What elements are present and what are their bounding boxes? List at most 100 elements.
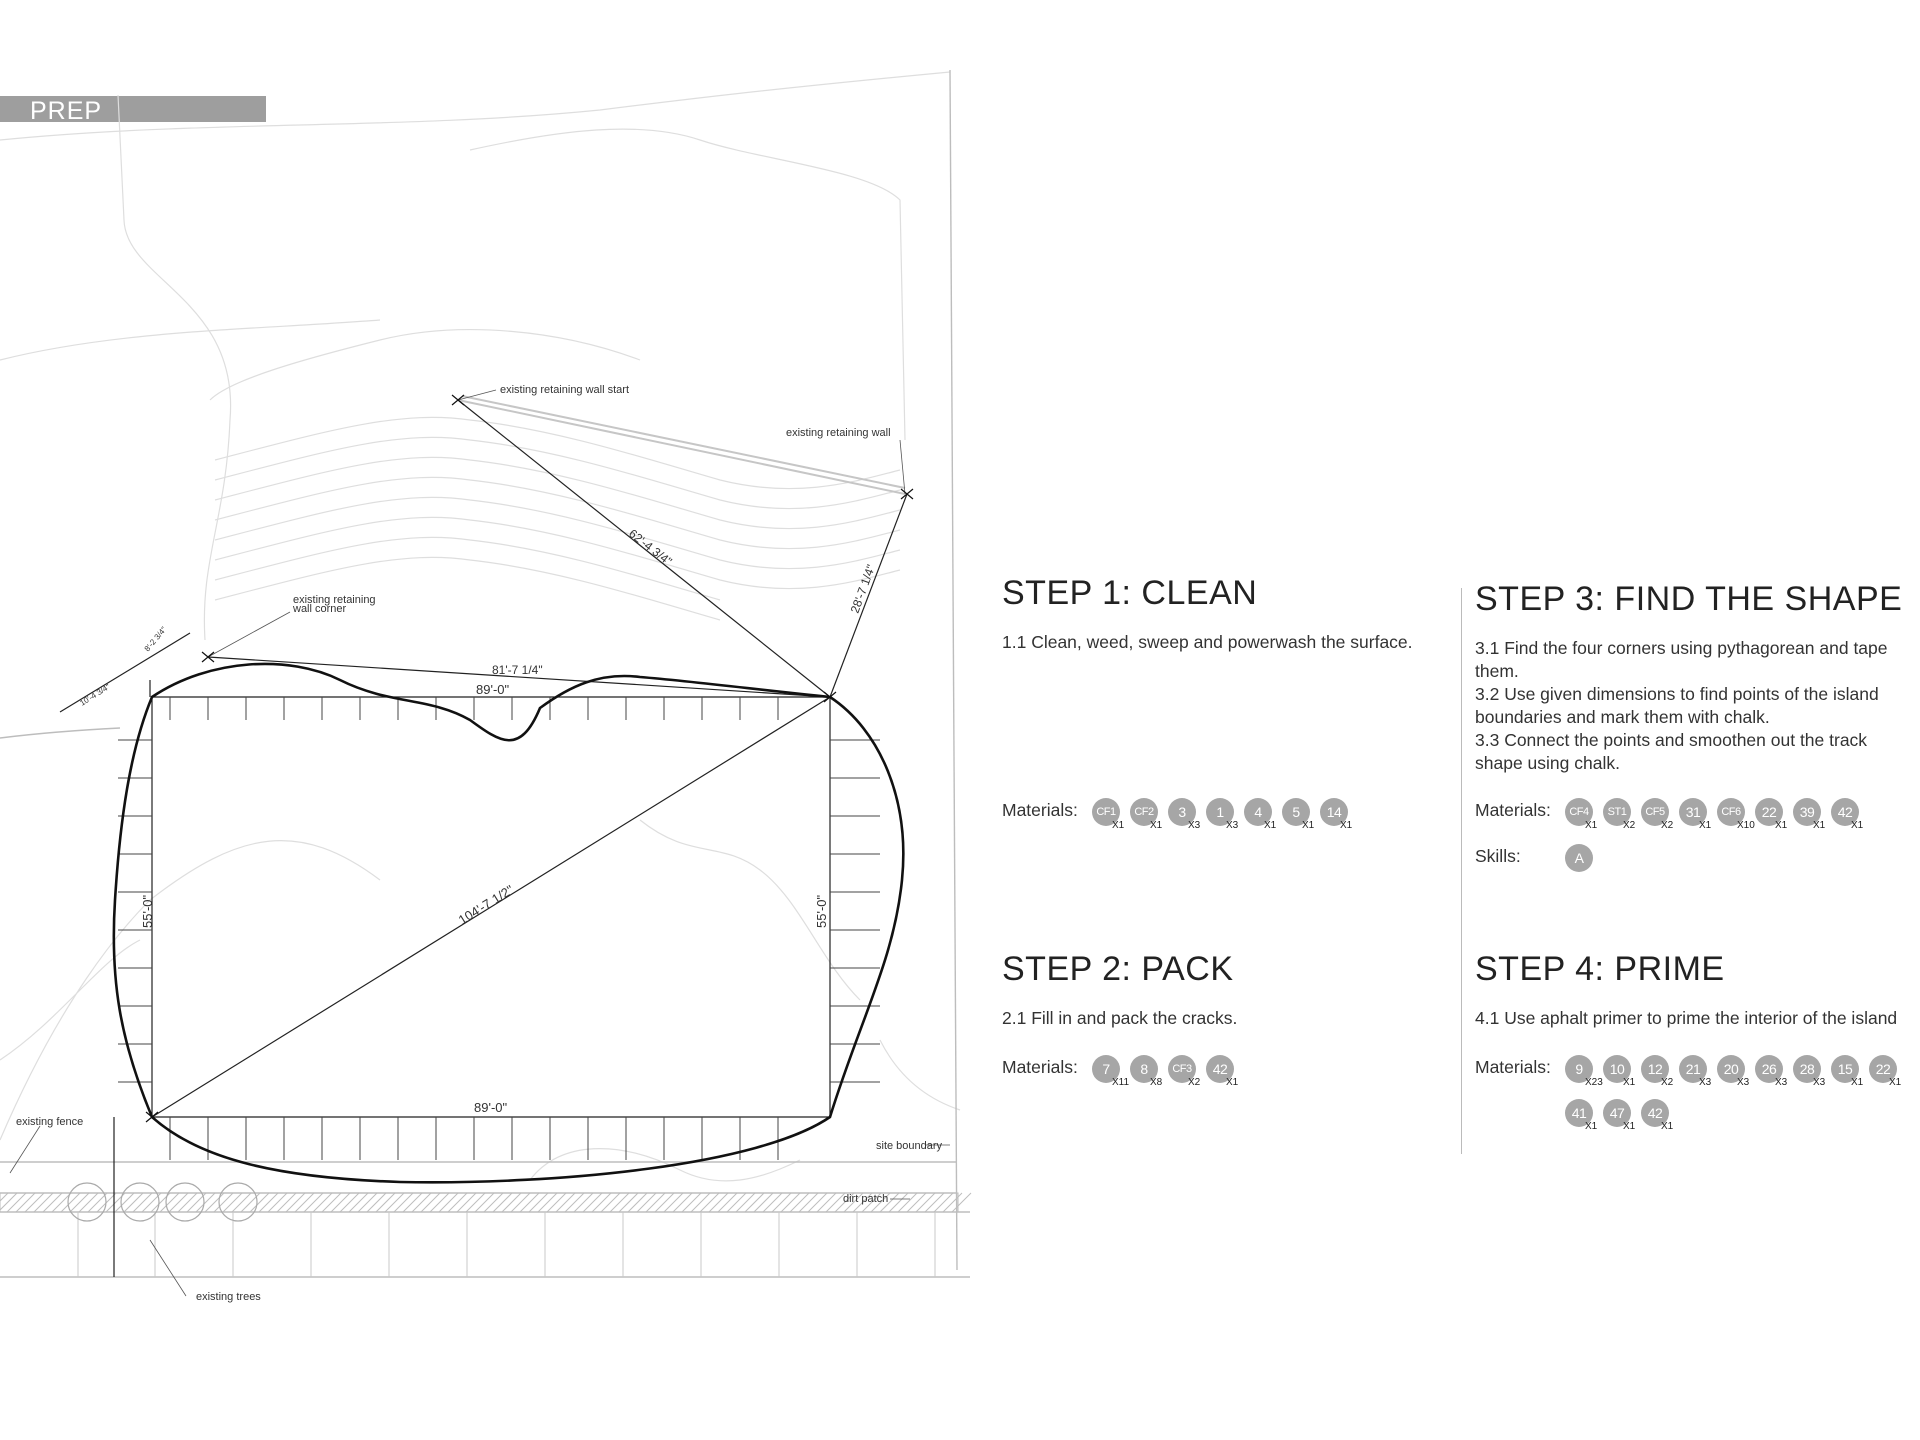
badge-quantity: X1 (1150, 820, 1163, 831)
badge-quantity: X3 (1188, 820, 1201, 831)
layout-lines (59, 399, 908, 1277)
site-boundary-line (0, 69, 970, 1278)
badge-id: 47 (1603, 1099, 1631, 1127)
step-1-section: STEP 1: CLEAN 1.1 Clean, weed, sweep and… (1002, 574, 1432, 654)
badge-quantity: X1 (1623, 1121, 1636, 1132)
badge-quantity: X2 (1661, 820, 1674, 831)
badge-id: 5 (1282, 798, 1310, 826)
badge-id: 20 (1717, 1055, 1745, 1083)
annotation-leaders (9, 389, 950, 1297)
step-4-title: STEP 4: PRIME (1475, 950, 1725, 988)
existing-trees (67, 1182, 258, 1222)
track-outline (112, 662, 905, 1184)
label-dirt-patch: dirt patch (843, 1193, 888, 1205)
dim-top-base: 89'-0" (476, 682, 510, 697)
badge-quantity: X2 (1661, 1077, 1674, 1088)
dim-bottom-base: 89'-0" (474, 1100, 508, 1115)
dim-diagonal-right: 28'-7 1/4" (848, 563, 878, 615)
badge-id: CF4 (1565, 798, 1593, 826)
step-4-body: 4.1 Use aphalt primer to prime the inter… (1475, 1007, 1915, 1030)
badge-id: 7 (1092, 1055, 1120, 1083)
badge-quantity: X1 (1585, 1121, 1598, 1132)
badge-quantity: X23 (1585, 1077, 1603, 1088)
skills-list: A (1563, 842, 1920, 880)
step-3-section: STEP 3: FIND THE SHAPE 3.1 Find the four… (1475, 580, 1905, 775)
existing-retaining-wall (457, 395, 906, 495)
step-3-instruction-3: 3.3 Connect the points and smoothen out … (1475, 730, 1868, 773)
label-wall: existing retaining wall (786, 427, 891, 439)
badge-id: 28 (1793, 1055, 1821, 1083)
step-2-title: STEP 2: PACK (1002, 950, 1234, 988)
badge-quantity: X3 (1737, 1077, 1750, 1088)
step-4-section: STEP 4: PRIME 4.1 Use aphalt primer to p… (1475, 950, 1915, 1030)
grid-subdivisions (77, 1212, 936, 1277)
badge-quantity: X3 (1775, 1077, 1788, 1088)
badge-id: 15 (1831, 1055, 1859, 1083)
badge-quantity: X3 (1226, 820, 1239, 831)
badge-quantity: X1 (1851, 1077, 1864, 1088)
contour-lines (0, 71, 961, 1182)
label-site-boundary: site boundary (876, 1140, 943, 1152)
skill-badge: A (1563, 842, 1601, 880)
badge-id: 14 (1320, 798, 1348, 826)
badge-id: 22 (1869, 1055, 1897, 1083)
section-header-bar: PREP (0, 96, 266, 125)
step-3-instruction-2: 3.2 Use given dimensions to find points … (1475, 684, 1879, 727)
badge-id: ST1 (1603, 798, 1631, 826)
dimension-ticks (118, 697, 880, 1160)
badge-id: 42 (1206, 1055, 1234, 1083)
badge-quantity: X11 (1112, 1077, 1130, 1088)
badge-id: 39 (1793, 798, 1821, 826)
label-wall-corner-2: wall corner (292, 603, 347, 615)
dim-left-side: 55'-0" (140, 894, 155, 928)
badge-quantity: X1 (1623, 1077, 1636, 1088)
dim-corner-left: 10'-4 3/4" (78, 682, 112, 708)
step-1-instruction: 1.1 Clean, weed, sweep and powerwash the… (1002, 632, 1413, 652)
badge-quantity: X1 (1226, 1077, 1239, 1088)
badge-id: 12 (1641, 1055, 1669, 1083)
label-wall-corner-1: existing retaining (293, 594, 376, 606)
materials-label: Materials: (1002, 1057, 1078, 1077)
badge-id: 22 (1755, 798, 1783, 826)
badge-id: 8 (1130, 1055, 1158, 1083)
dim-diagonal: 104'-7 1/2" (456, 882, 517, 928)
badge-id: 9 (1565, 1055, 1593, 1083)
badge-quantity: X1 (1851, 820, 1864, 831)
step-4-instruction: 4.1 Use aphalt primer to prime the inter… (1475, 1008, 1898, 1028)
site-plan-drawing: 62'-4 3/4" 28'-7 1/4" 81'-7 1/4" 89'-0" … (0, 69, 972, 1303)
label-wall-start: existing retaining wall start (500, 384, 629, 396)
badge-quantity: X1 (1340, 820, 1353, 831)
step-3-instruction-1: 3.1 Find the four corners using pythagor… (1475, 638, 1888, 681)
badge-id: CF5 (1641, 798, 1669, 826)
materials-label: Materials: (1002, 800, 1078, 820)
annotation-markers (145, 394, 914, 1123)
annotation-labels: existing retaining wall start existing r… (16, 384, 943, 1303)
badge-quantity: X8 (1150, 1077, 1163, 1088)
step-2-section: STEP 2: PACK 2.1 Fill in and pack the cr… (1002, 950, 1432, 1030)
step-2-body: 2.1 Fill in and pack the cracks. (1002, 1007, 1432, 1030)
badge-quantity: X1 (1585, 820, 1598, 831)
badge-id: 31 (1679, 798, 1707, 826)
label-fence: existing fence (16, 1116, 83, 1128)
